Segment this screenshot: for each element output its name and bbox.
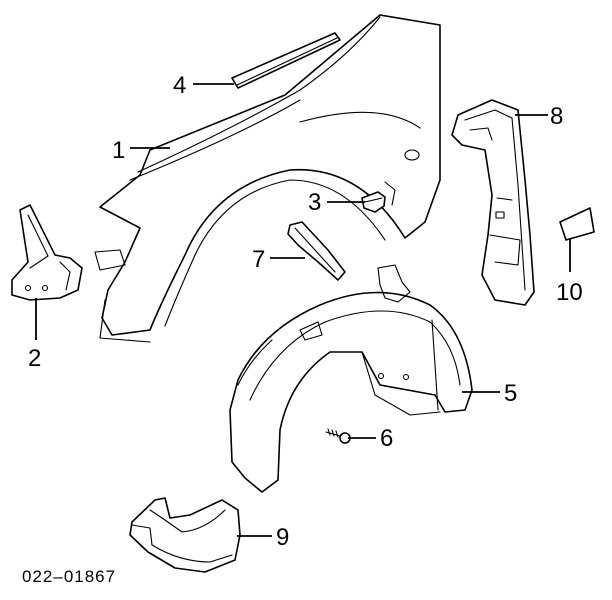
part-4-moulding [231,32,341,89]
callout-8: 8 [550,103,563,130]
drawing-code: 022–01867 [22,567,116,586]
callout-2: 2 [28,345,41,372]
callout-5: 5 [504,380,517,407]
callout-labels: 1 2 3 4 5 6 7 8 9 10 [28,72,583,551]
part-3-clip [361,191,386,213]
callout-7: 7 [252,246,265,273]
part-9-mudguard [129,497,241,573]
callout-6: 6 [380,425,393,452]
part-6-screw [325,428,351,444]
leader-lines [35,83,571,537]
callout-10: 10 [556,279,583,306]
part-1-fender [94,14,441,343]
part-2-bracket [11,204,83,301]
part-5-liner [229,264,473,493]
callout-9: 9 [276,524,289,551]
callout-3: 3 [308,189,321,216]
part-7-seal [287,221,346,281]
part-8-rear-bracket [451,99,535,306]
part-10-pad [559,207,595,241]
callout-4: 4 [173,72,186,99]
callout-1: 1 [112,137,125,164]
